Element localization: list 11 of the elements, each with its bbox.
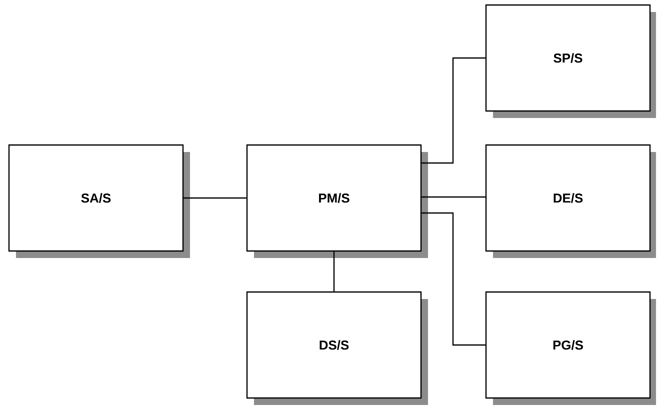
connector-line [184,197,246,199]
process-box: PM/S [246,144,428,258]
process-box: DS/S [246,291,428,405]
connector-line [422,57,486,164]
connector-line [422,212,486,346]
process-box: SP/S [485,4,656,118]
process-box: PG/S [485,291,656,405]
connector-line [422,196,486,198]
connector-line [333,252,335,292]
process-box: DE/S [485,144,656,258]
process-box: SA/S [8,144,190,258]
